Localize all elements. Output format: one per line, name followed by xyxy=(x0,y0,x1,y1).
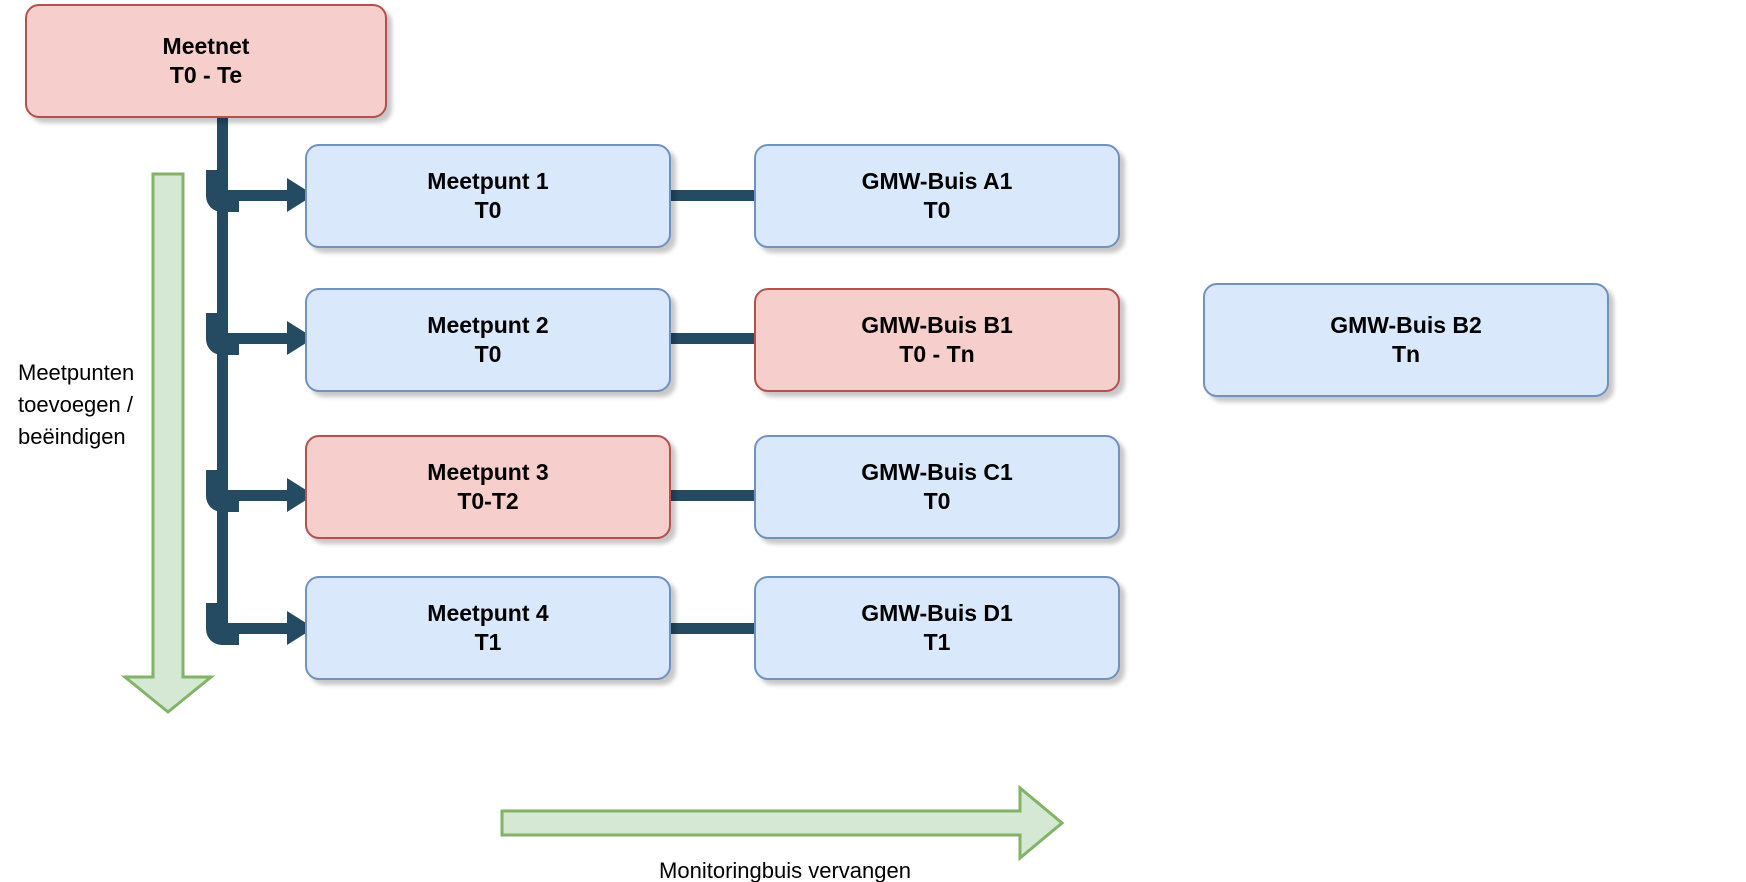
connector-mp2-to-buisB1 xyxy=(671,333,781,344)
connector-branch-1-horizontal xyxy=(217,190,289,201)
node-gmw-buis-a1-line1: GMW-Buis A1 xyxy=(861,167,1013,194)
node-gmw-buis-b2-line1: GMW-Buis B2 xyxy=(1330,311,1482,338)
node-meetpunt-3-line1: Meetpunt 3 xyxy=(427,458,549,485)
connector-branch-2 xyxy=(206,313,239,355)
horizontal-arrow-label: Monitoringbuis vervangen xyxy=(659,858,911,882)
connector-branch-4 xyxy=(206,603,239,645)
node-meetpunt-1-line1: Meetpunt 1 xyxy=(427,167,549,194)
connector-mp3-to-buisC1 xyxy=(671,490,781,501)
node-gmw-buis-d1-line1: GMW-Buis D1 xyxy=(861,599,1013,626)
node-gmw-buis-a1[interactable]: GMW-Buis A1 T0 xyxy=(754,144,1120,248)
node-meetpunt-2[interactable]: Meetpunt 2 T0 xyxy=(305,288,671,392)
node-meetpunt-4-line2: T1 xyxy=(474,629,502,655)
connector-mp1-to-buisA1 xyxy=(671,190,781,201)
green-arrow-vertical xyxy=(120,172,216,714)
node-meetnet-line2: T0 - Te xyxy=(169,62,243,88)
node-meetpunt-1[interactable]: Meetpunt 1 T0 xyxy=(305,144,671,248)
connector-branch-2-horizontal xyxy=(217,333,289,344)
node-gmw-buis-d1-line2: T1 xyxy=(923,629,951,655)
node-gmw-buis-a1-line2: T0 xyxy=(923,197,951,223)
connector-branch-4-horizontal xyxy=(217,623,289,634)
node-meetnet-line1: Meetnet xyxy=(162,32,250,59)
node-gmw-buis-b1-line1: GMW-Buis B1 xyxy=(861,311,1013,338)
node-meetpunt-2-line1: Meetpunt 2 xyxy=(427,311,549,338)
node-meetnet[interactable]: Meetnet T0 - Te xyxy=(25,4,387,118)
node-gmw-buis-b1-line2: T0 - Tn xyxy=(899,341,975,367)
node-gmw-buis-b2[interactable]: GMW-Buis B2 Tn xyxy=(1203,283,1609,397)
node-gmw-buis-b1[interactable]: GMW-Buis B1 T0 - Tn xyxy=(754,288,1120,392)
node-meetpunt-3-line2: T0-T2 xyxy=(457,488,519,514)
node-gmw-buis-c1[interactable]: GMW-Buis C1 T0 xyxy=(754,435,1120,539)
connector-branch-3 xyxy=(206,470,239,512)
node-gmw-buis-c1-line1: GMW-Buis C1 xyxy=(861,458,1013,485)
node-meetpunt-3[interactable]: Meetpunt 3 T0-T2 xyxy=(305,435,671,539)
connector-branch-1 xyxy=(206,170,239,212)
connector-branch-3-horizontal xyxy=(217,490,289,501)
vertical-arrow-label: Meetpunten toevoegen / beëindigen xyxy=(18,360,135,449)
node-meetpunt-4-line1: Meetpunt 4 xyxy=(427,599,549,626)
connector-trunk-vertical xyxy=(217,118,228,634)
node-gmw-buis-d1[interactable]: GMW-Buis D1 T1 xyxy=(754,576,1120,680)
node-meetpunt-2-line2: T0 xyxy=(474,341,502,367)
green-arrow-horizontal xyxy=(500,784,1065,862)
node-gmw-buis-c1-line2: T0 xyxy=(923,488,951,514)
node-gmw-buis-b2-line2: Tn xyxy=(1391,341,1421,367)
connector-mp4-to-buisD1 xyxy=(671,623,781,634)
node-meetpunt-1-line2: T0 xyxy=(474,197,502,223)
node-meetpunt-4[interactable]: Meetpunt 4 T1 xyxy=(305,576,671,680)
